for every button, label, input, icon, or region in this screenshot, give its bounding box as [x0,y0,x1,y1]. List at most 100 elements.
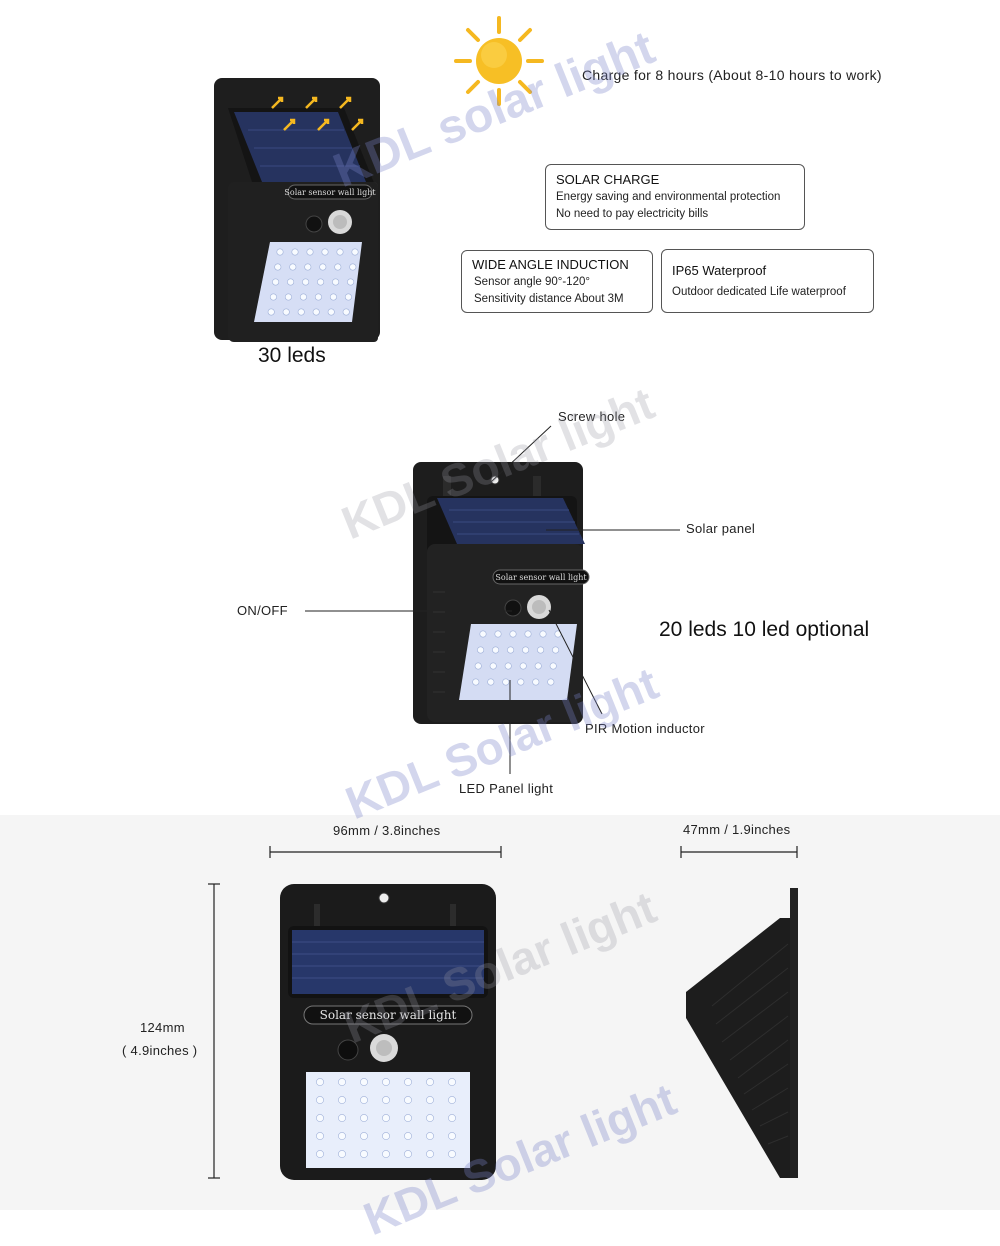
led-dot [360,1132,368,1140]
led-dot [360,1114,368,1122]
led-dot [494,630,502,638]
device-side [686,888,798,1178]
led-dot [547,678,555,686]
led-panel-label: LED Panel light [459,781,554,796]
led-dot [509,630,517,638]
waterproof-title: IP65 Waterproof [672,263,767,278]
led-dot [448,1096,456,1104]
solar-charge-line: Energy saving and environmental protecti… [556,191,781,203]
led-dot [321,248,329,256]
led-dot [276,248,284,256]
led-dot [489,662,497,670]
led-dot [426,1132,434,1140]
led-dot [272,278,280,286]
solar-charge-title: SOLAR CHARGE [556,172,660,187]
led-dot [448,1078,456,1086]
led-dot [448,1132,456,1140]
led-dot [306,248,314,256]
led-dot [382,1132,390,1140]
led-dot [552,646,560,654]
device-middle: Solar sensor wall light [413,462,590,724]
led-dot [342,308,350,316]
led-dot [507,646,515,654]
solar-panel-label: Solar panel [686,521,756,536]
led-dot [319,263,327,271]
led-dot [349,263,357,271]
led-dot [304,263,312,271]
led-dot [297,308,305,316]
led-dot [517,678,525,686]
led-dot [312,308,320,316]
charge-time-text: Charge for 8 hours (About 8-10 hours to … [582,67,882,83]
led-dot [334,263,342,271]
led-dot [317,278,325,286]
led-dot [316,1150,324,1158]
led-dot [316,1114,324,1122]
led-dot [404,1150,412,1158]
led-dot [479,630,487,638]
led-dot [332,278,340,286]
led-dot [291,248,299,256]
led-dot [426,1114,434,1122]
callout-lines [305,425,680,774]
led-dot [472,678,480,686]
dimension-lines [208,846,798,1179]
led-dot [269,293,277,301]
led-dot [539,630,547,638]
led-dot [338,1078,346,1086]
device-front: Solar sensor wall light [280,884,496,1180]
wide-angle-title: WIDE ANGLE INDUCTION [472,257,629,272]
led-dot [344,293,352,301]
led-dot [284,293,292,301]
led-dot [404,1078,412,1086]
led-dot [382,1150,390,1158]
led-dot [404,1132,412,1140]
led-dot [504,662,512,670]
led-dot [360,1096,368,1104]
led-dot [492,646,500,654]
waterproof-line: Outdoor dedicated Life waterproof [672,286,846,298]
led-dot [316,1078,324,1086]
led-dot [314,293,322,301]
led-dot [382,1078,390,1086]
led-dot [502,678,510,686]
led-dot [534,662,542,670]
led-dot [474,662,482,670]
led-dot [448,1150,456,1158]
led-dot [287,278,295,286]
pir-label: PIR Motion inductor [585,721,705,736]
led-dot [299,293,307,301]
led-options-label: 20 leds 10 led optional [659,618,870,641]
led-dot [267,308,275,316]
led-dot [382,1114,390,1122]
height-dimension-mm: 124mm [140,1020,185,1035]
led-dot [338,1132,346,1140]
led-dot [338,1114,346,1122]
led-dot [282,308,290,316]
led-dot [519,662,527,670]
led-dot [426,1078,434,1086]
width-dimension: 96mm / 3.8inches [333,823,441,838]
led-dot [336,248,344,256]
led-dot [426,1150,434,1158]
led-dot [316,1132,324,1140]
depth-dimension: 47mm / 1.9inches [683,822,791,837]
led-dot [524,630,532,638]
dimensions-panel [0,815,1000,1210]
sun-icon [454,16,544,106]
led-dot [404,1114,412,1122]
on-off-label: ON/OFF [237,603,288,618]
waterproof-box: IP65 Waterproof Outdoor dedicated Life w… [661,249,874,313]
wide-angle-line: Sensitivity distance About 3M [474,293,624,305]
led-dot [289,263,297,271]
device-middle-text: Solar sensor wall light [495,573,587,582]
led-dot [274,263,282,271]
led-dot [522,646,530,654]
device-top-text: Solar sensor wall light [284,188,376,197]
led-dot [338,1096,346,1104]
device-front-text: Solar sensor wall light [320,1008,457,1022]
led-dot [537,646,545,654]
led-dot [302,278,310,286]
led-dot [448,1114,456,1122]
led-dot [532,678,540,686]
